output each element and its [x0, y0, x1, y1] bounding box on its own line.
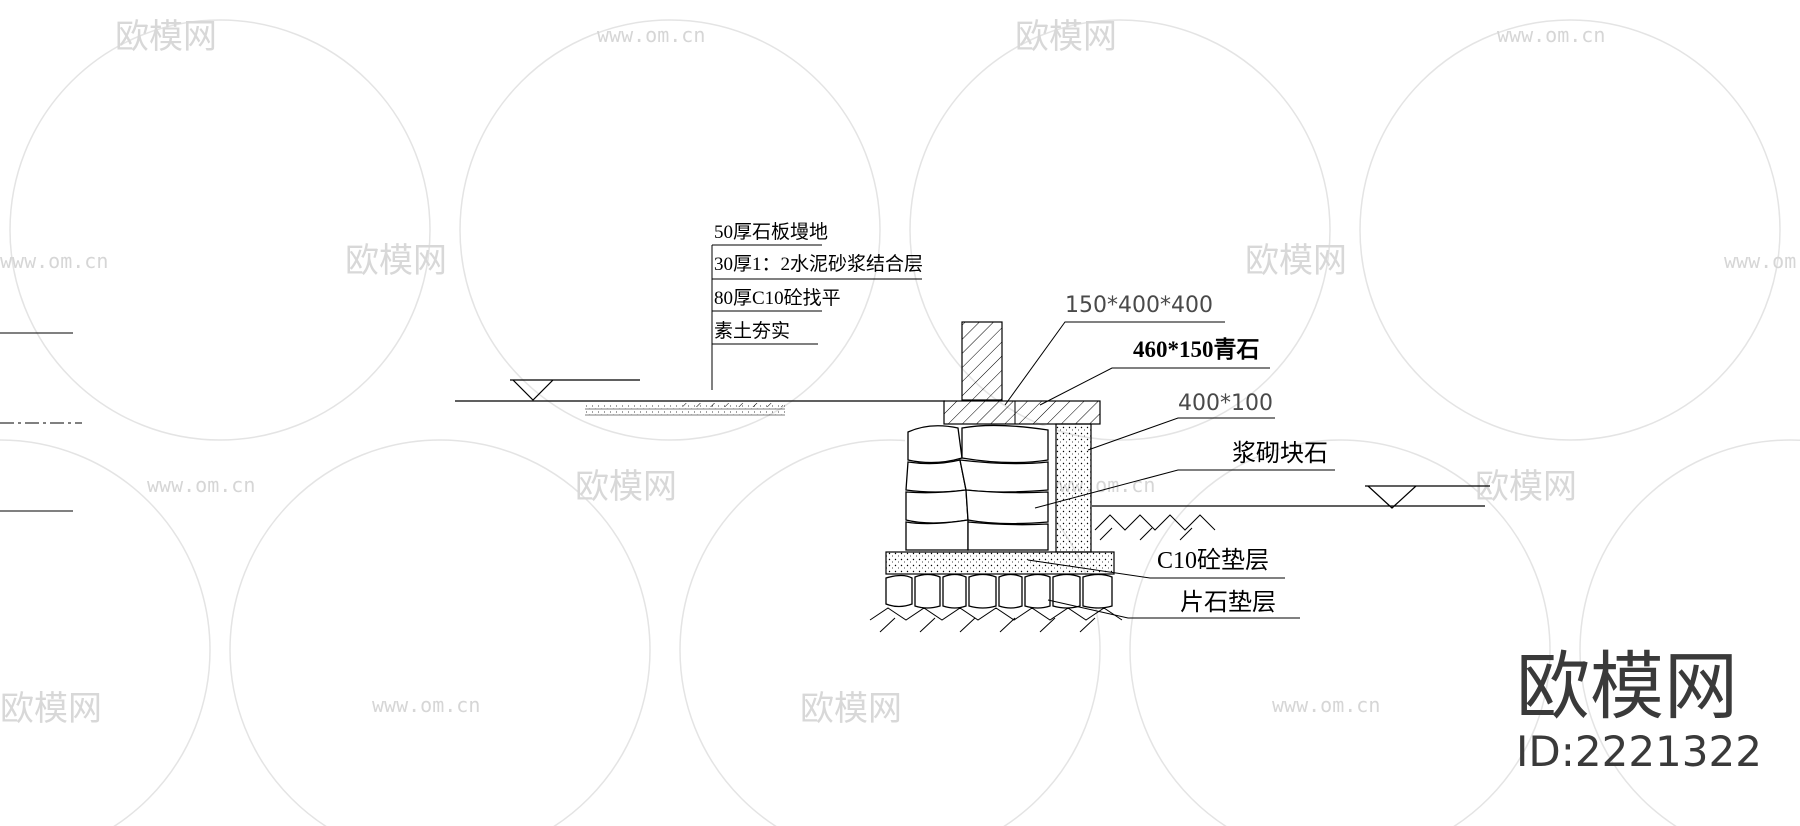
layer-leader [711, 244, 922, 390]
watermark-url: www.om.cn [597, 23, 705, 47]
brand-logo: 欧模网 [1516, 644, 1738, 730]
watermark-url: www.om.cn [147, 473, 255, 497]
watermark-logo: 欧模网 [0, 689, 102, 729]
layer-label-stone: 50厚石板墁地 [714, 221, 828, 243]
watermark-arcs [0, 19, 1800, 826]
watermark-url: www.om.cn [1272, 693, 1380, 717]
watermark-url: www.om.cn [1497, 23, 1605, 47]
earth-hatch-right [1094, 514, 1216, 541]
ground-line-right [1092, 485, 1490, 509]
callout-leaders [1004, 321, 1335, 619]
watermark-logo: 欧模网 [345, 241, 447, 281]
watermark-logo: 欧模网 [800, 689, 902, 729]
callout-c10-cushion: C10砼垫层 [1157, 547, 1269, 574]
layer-label-mortar: 30厚1：2水泥砂浆结合层 [714, 253, 923, 275]
callout-bluestone: 460*150青石 [1133, 337, 1260, 362]
watermark-logo: 欧模网 [1475, 467, 1577, 507]
rubble-wall [905, 424, 1055, 554]
callout-stone-cushion: 片石垫层 [1180, 589, 1276, 616]
watermark-logo: 欧模网 [1245, 241, 1347, 281]
earth-hatch-bottom [869, 607, 1123, 633]
watermark-layer: 欧模网 欧模网 欧模网 欧模网 欧模网 欧模网 欧模网 欧模网 www.om.c… [0, 17, 1800, 826]
callout-rubble: 浆砌块石 [1232, 440, 1328, 467]
callout-plaster: 400*100 [1178, 391, 1273, 416]
callout-cap-size: 150*400*400 [1065, 293, 1213, 318]
elevation-marker-left [510, 379, 640, 401]
upper-pillar [961, 321, 1003, 401]
layer-label-concrete: 80厚C10砼找平 [714, 287, 841, 309]
c10-cushion [885, 551, 1115, 575]
watermark-logo: 欧模网 [575, 467, 677, 507]
watermark-logo: 欧模网 [115, 17, 217, 57]
layer-label-soil: 素土夯实 [714, 320, 790, 342]
stone-cushion [885, 573, 1113, 609]
watermark-url: www.om.cn [0, 249, 108, 273]
paving-layers [585, 403, 785, 416]
watermark-logo: 欧模网 [1015, 17, 1117, 57]
brand-id: ID:2221322 [1516, 727, 1762, 776]
left-edge-lines [0, 332, 82, 512]
plaster-layer [1055, 423, 1092, 553]
coping-stone [943, 400, 1101, 425]
watermark-url: www.om.cn [372, 693, 480, 717]
watermark-url: www.om.cn [1724, 249, 1800, 273]
